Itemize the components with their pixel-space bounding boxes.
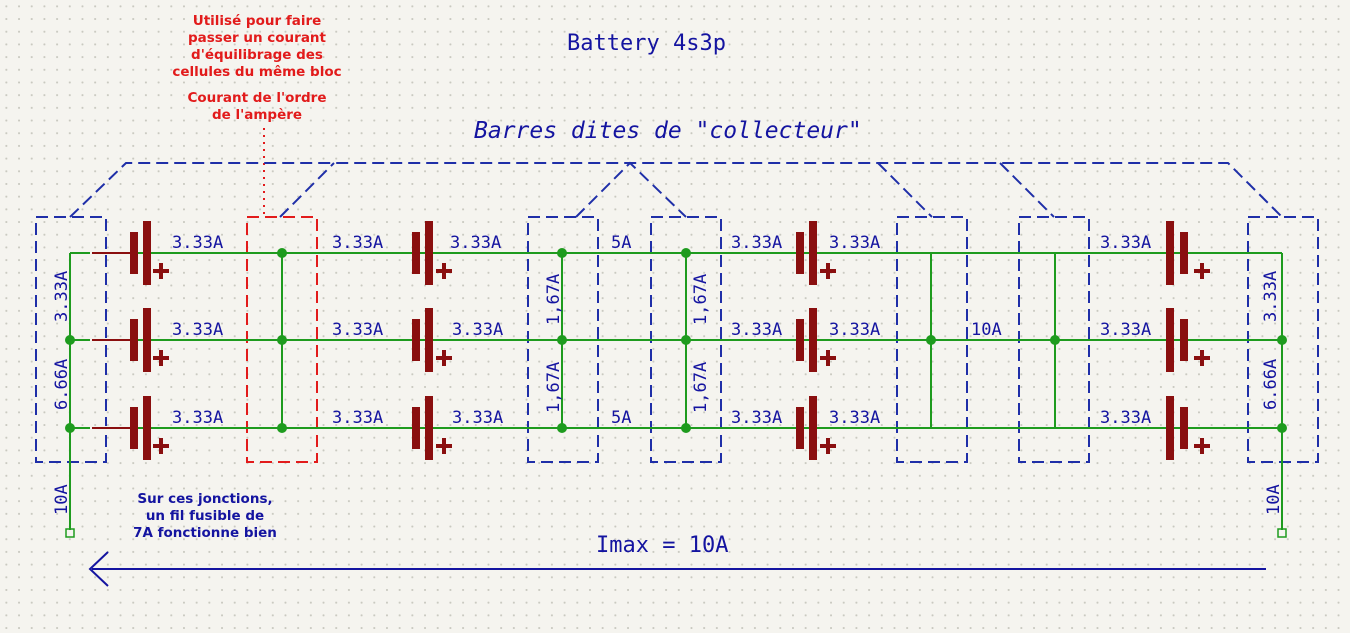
current-label: 3.33A <box>1100 408 1151 428</box>
current-label: 3.33A <box>1100 320 1151 340</box>
current-direction-arrow <box>88 551 1266 587</box>
current-label: 3.33A <box>731 408 782 428</box>
battery-positive-terminal <box>1277 528 1287 538</box>
current-label: 10A <box>52 484 72 515</box>
red-note: Utilisé pour faire passer un courant d'é… <box>172 13 341 123</box>
red-note-line-2: passer un courant <box>188 30 327 46</box>
battery-cell <box>1166 308 1210 372</box>
current-label: 3.33A <box>1100 233 1151 253</box>
current-label: 3.33A <box>731 320 782 340</box>
blue-note-line-1: Sur ces jonctions, <box>137 491 272 507</box>
current-label: 3.33A <box>332 233 383 253</box>
battery-cell <box>796 308 836 372</box>
battery-cell <box>796 221 836 285</box>
current-label: 6.66A <box>52 359 72 410</box>
blue-note-line-3: 7A fonctionne bien <box>133 525 277 541</box>
battery-cell <box>90 221 169 285</box>
collector-label: Barres dites de "collecteur" <box>474 118 862 144</box>
red-note-line-6: de l'ampère <box>212 107 302 123</box>
imax-label: Imax = 10A <box>596 533 728 558</box>
current-label: 3.33A <box>332 408 383 428</box>
current-label: 3.33A <box>452 320 503 340</box>
current-labels: 3.33A 3.33A 3.33A 3.33A 3.33A 3.33A 3.33… <box>172 233 1151 428</box>
collector-brackets <box>69 161 1283 218</box>
battery-cell <box>412 221 452 285</box>
battery-negative-terminal <box>65 528 75 538</box>
diagram-title: Battery 4s3p <box>567 31 726 56</box>
blue-note: Sur ces jonctions, un fil fusible de 7A … <box>133 491 277 541</box>
current-label: 3.33A <box>829 320 880 340</box>
current-label: 3.33A <box>1261 271 1281 322</box>
current-label: 1,67A <box>544 274 564 325</box>
battery-cell <box>412 308 452 372</box>
current-label: 3.33A <box>172 408 223 428</box>
current-label: 6.66A <box>1261 359 1281 410</box>
current-label: 3.33A <box>52 271 72 322</box>
current-label: 3.33A <box>172 233 223 253</box>
battery-cell <box>796 396 836 460</box>
current-label: 3.33A <box>829 408 880 428</box>
current-label: 3.33A <box>450 233 501 253</box>
current-label: 10A <box>1264 484 1284 515</box>
battery-cell <box>90 308 169 372</box>
battery-cell <box>1166 221 1210 285</box>
current-label: 5A <box>611 408 631 428</box>
battery-cell <box>412 396 452 460</box>
battery-cell <box>90 396 169 460</box>
red-note-line-4: cellules du même bloc <box>172 64 341 80</box>
current-label: 3.33A <box>452 408 503 428</box>
red-note-line-1: Utilisé pour faire <box>193 13 322 29</box>
red-note-line-5: Courant de l'ordre <box>187 90 326 106</box>
battery-cell <box>1166 396 1210 460</box>
vertical-current-labels: 3.33A 6.66A 10A 1,67A 1,67A 1,67A 1,67A … <box>52 271 1284 515</box>
current-label: 3.33A <box>332 320 383 340</box>
current-label: 5A <box>611 233 631 253</box>
current-label: 1,67A <box>691 274 711 325</box>
current-label: 10A <box>971 320 1002 340</box>
junctions <box>65 248 1287 433</box>
current-label: 1,67A <box>544 362 564 413</box>
blue-note-line-2: un fil fusible de <box>146 508 264 524</box>
current-label: 1,67A <box>691 362 711 413</box>
current-label: 3.33A <box>829 233 880 253</box>
red-note-line-3: d'équilibrage des <box>191 47 323 63</box>
current-label: 3.33A <box>731 233 782 253</box>
current-label: 3.33A <box>172 320 223 340</box>
cells <box>90 221 1210 460</box>
